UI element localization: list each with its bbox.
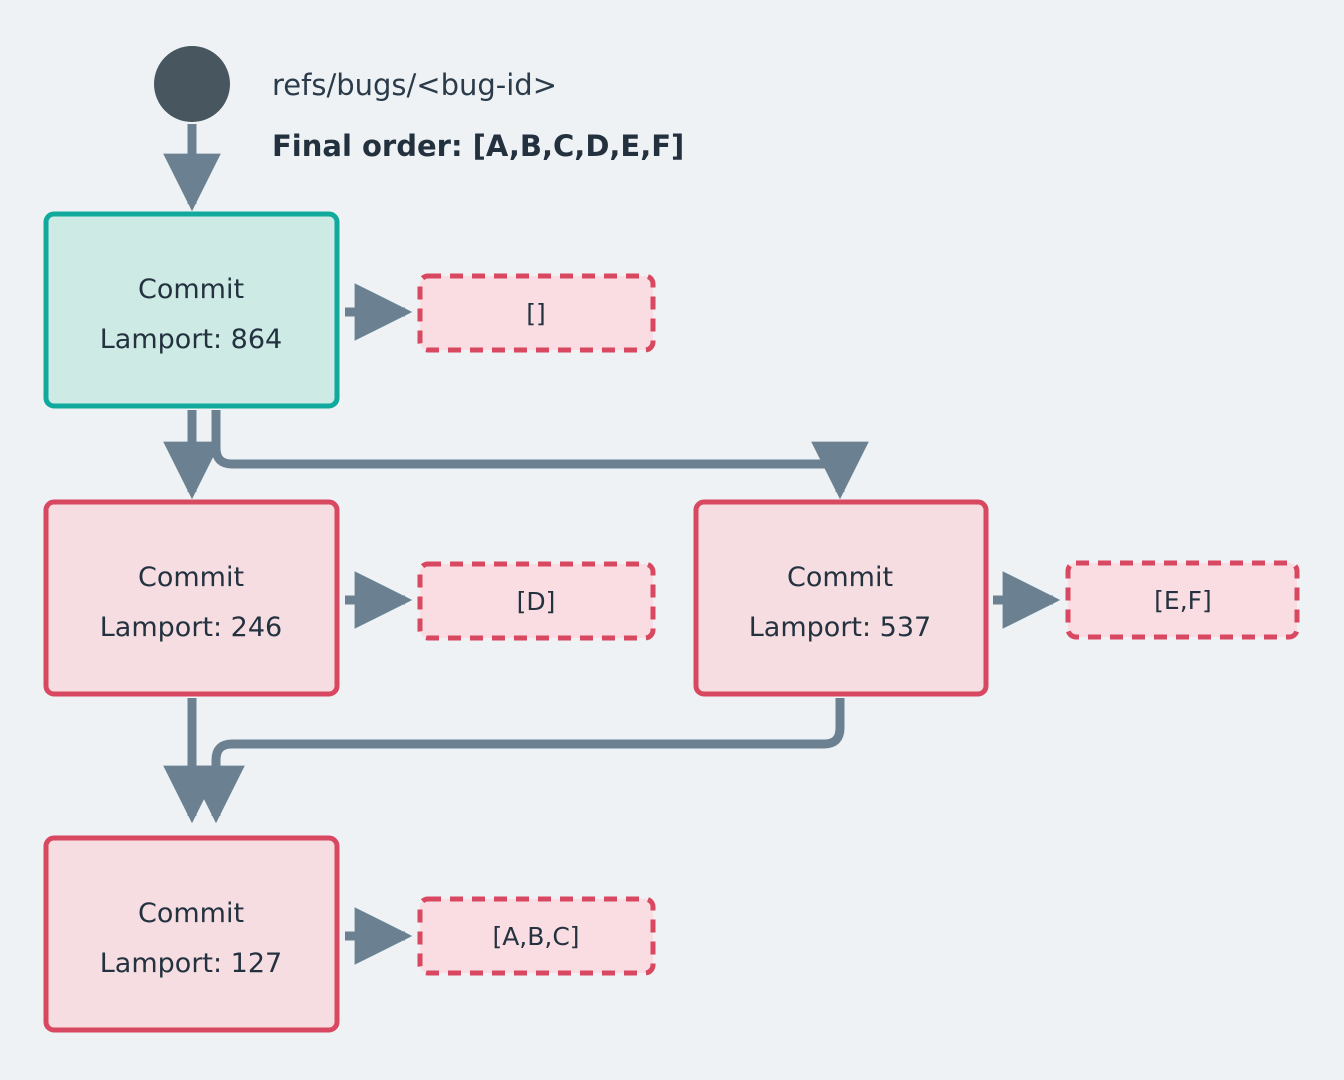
node-commit-537-line2: Lamport: 537: [749, 612, 931, 643]
node-commit-537-box[interactable]: [693, 499, 989, 697]
node-commit-127-box[interactable]: [43, 835, 340, 1033]
queue-commit-246-label: [D]: [517, 587, 556, 616]
node-commit-864-box[interactable]: [43, 211, 340, 409]
node-commit-246[interactable]: Commit Lamport: 246: [43, 499, 340, 697]
queue-commit-537-label: [E,F]: [1154, 586, 1212, 615]
node-commit-864-line2: Lamport: 864: [100, 324, 282, 355]
node-commit-864-line1: Commit: [138, 274, 244, 305]
queue-commit-864-label: []: [526, 299, 546, 328]
ref-path-label: refs/bugs/<bug-id>: [272, 68, 557, 102]
node-commit-127-line2: Lamport: 127: [100, 948, 282, 979]
node-commit-246-line1: Commit: [138, 562, 244, 593]
queue-commit-127-label: [A,B,C]: [492, 922, 579, 951]
node-commit-537-line1: Commit: [787, 562, 893, 593]
node-commit-537[interactable]: Commit Lamport: 537: [693, 499, 989, 697]
final-order-label: Final order: [A,B,C,D,E,F]: [272, 129, 684, 163]
queue-commit-864: []: [417, 273, 656, 353]
node-commit-246-box[interactable]: [43, 499, 340, 697]
node-commit-864[interactable]: Commit Lamport: 864: [43, 211, 340, 409]
queue-commit-127: [A,B,C]: [417, 896, 656, 976]
queue-commit-127-box: [417, 896, 656, 976]
queue-commit-246-box: [417, 561, 656, 641]
queue-commit-537-box: [1065, 560, 1300, 640]
node-commit-246-line2: Lamport: 246: [100, 612, 282, 643]
node-commit-127[interactable]: Commit Lamport: 127: [43, 835, 340, 1033]
edge-commit-537-to-commit-127: [187, 698, 845, 824]
edge-commit-864-to-commit-537: [211, 410, 869, 500]
node-commit-127-line1: Commit: [138, 898, 244, 929]
queue-commit-537: [E,F]: [1065, 560, 1300, 640]
start-node-circle: [154, 46, 230, 122]
queue-commit-246: [D]: [417, 561, 656, 641]
queue-commit-864-box: [417, 273, 656, 353]
